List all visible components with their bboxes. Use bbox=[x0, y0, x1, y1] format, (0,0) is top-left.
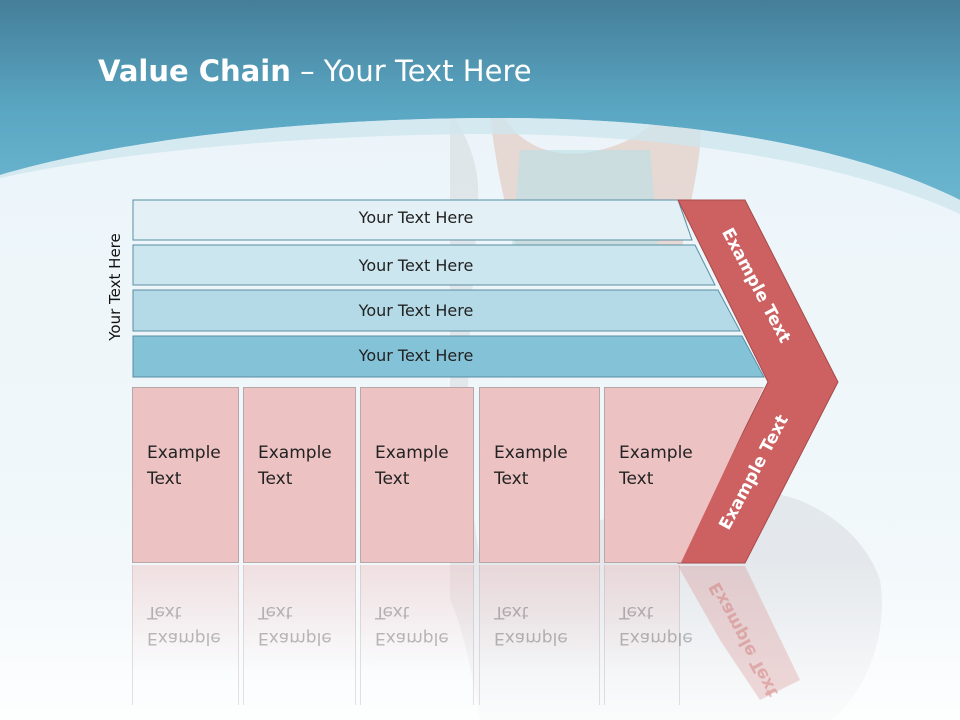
box-reflection-text: Example Text bbox=[494, 602, 568, 648]
row-bar-4 bbox=[132, 335, 765, 378]
row-bar-1 bbox=[132, 199, 693, 241]
activity-box-2: Example Text bbox=[243, 387, 356, 563]
box-reflection-text: Example Text bbox=[375, 602, 449, 648]
box-reflection-text: Example Text bbox=[258, 602, 332, 648]
activity-box-text: Example Text bbox=[619, 443, 693, 489]
box-reflection-5: Example Text bbox=[604, 565, 693, 705]
row-label-3: Your Text Here bbox=[358, 301, 474, 320]
activity-box-text: Example Text bbox=[258, 443, 332, 489]
row-bar-3 bbox=[132, 289, 741, 332]
chevron-arrow bbox=[677, 199, 839, 564]
activity-box-text: Example Text bbox=[375, 443, 449, 489]
box-reflection-3: Example Text bbox=[360, 565, 474, 705]
box-reflection-text: Example Text bbox=[619, 602, 693, 648]
activity-box-text: Example Text bbox=[147, 443, 221, 489]
box-reflection-1: Example Text bbox=[132, 565, 239, 705]
activity-box-1: Example Text bbox=[132, 387, 239, 563]
box-reflection-2: Example Text bbox=[243, 565, 356, 705]
row-label-4: Your Text Here bbox=[358, 346, 474, 365]
box-reflection-4: Example Text bbox=[479, 565, 600, 705]
activity-box-text: Example Text bbox=[494, 443, 568, 489]
slide-title: Value Chain – Your Text Here bbox=[98, 54, 532, 88]
row-label-1: Your Text Here bbox=[358, 208, 474, 227]
row-label-2: Your Text Here bbox=[358, 256, 474, 275]
row-bar-2 bbox=[132, 244, 716, 286]
activity-box-3: Example Text bbox=[360, 387, 474, 563]
box-reflection-text: Example Text bbox=[147, 602, 221, 648]
title-rest: – Your Text Here bbox=[290, 54, 532, 88]
title-bold: Value Chain bbox=[98, 54, 291, 88]
activity-box-4: Example Text bbox=[479, 387, 600, 563]
chevron-reflection bbox=[678, 566, 800, 700]
